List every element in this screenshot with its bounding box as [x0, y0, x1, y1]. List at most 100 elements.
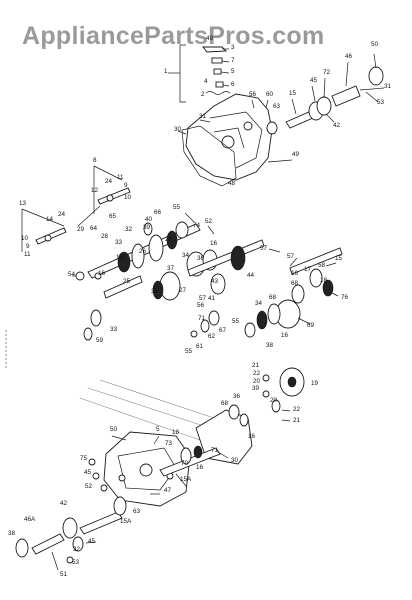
watermark-text: AppliancePartsPros.com [22, 22, 325, 50]
seal-72 [316, 96, 332, 116]
callout-top-4: 4 [204, 78, 208, 85]
callout-top-42: 42 [333, 122, 341, 129]
seal-45b [72, 536, 84, 552]
callout-m-68c: 68 [221, 400, 229, 407]
shift-rod-b [35, 227, 67, 245]
leader-49 [267, 159, 293, 163]
part-53 [66, 556, 74, 564]
callout-m-62: 62 [208, 333, 216, 340]
shift-rod-a [97, 187, 131, 205]
callout-m-43: 43 [211, 278, 219, 285]
gear-20b [271, 399, 281, 413]
callout-b-53: 53 [72, 559, 80, 566]
callout-m-20a: 20 [253, 378, 261, 385]
callout-m-33a: 33 [115, 239, 123, 246]
callout-m-11a: 11 [117, 174, 124, 181]
callout-m-55b: 55 [232, 318, 240, 325]
bushing-63 [266, 121, 278, 135]
callout-b-38: 38 [8, 530, 16, 537]
callout-m-16d: 16 [291, 270, 299, 277]
lower-axle-assembly [5, 330, 305, 571]
gear-35 [159, 271, 181, 301]
callout-m-25: 25 [123, 278, 131, 285]
callout-top-15: 15 [289, 90, 297, 97]
gear-34b [256, 310, 268, 330]
callout-top-30: 30 [174, 126, 182, 133]
callout-m-27: 27 [179, 287, 187, 294]
callout-top-56: 56 [249, 91, 257, 98]
callout-m-68a: 68 [291, 280, 299, 287]
callout-b-46a: 46A [24, 516, 36, 523]
callout-m-18b: 18 [172, 429, 180, 436]
bearing-50 [368, 66, 384, 86]
callout-m-30: 30 [231, 457, 239, 464]
gear-27 [152, 280, 164, 300]
gear-33 [90, 309, 102, 327]
alignment-line-1 [87, 387, 211, 429]
part-52 [100, 484, 108, 492]
callout-m-16b: 16 [210, 240, 218, 247]
leader-51 [51, 551, 59, 571]
callout-m-10b: 10 [21, 235, 29, 242]
callout-m-11b: 11 [24, 251, 31, 258]
callout-m-16c: 16 [98, 270, 106, 277]
part-75 [88, 458, 96, 466]
callout-m-28a: 28 [101, 233, 109, 240]
callout-b-45: 45 [88, 538, 96, 545]
callout-top-5: 5 [231, 68, 235, 75]
callout-top-50: 50 [371, 41, 379, 48]
callout-m-28b: 28 [165, 236, 173, 243]
callout-m-24b: 24 [58, 211, 66, 218]
callout-m-9b: 9 [26, 243, 30, 250]
callout-m-76: 76 [341, 294, 349, 301]
callout-m-70: 70 [181, 460, 189, 467]
callout-m-66: 66 [154, 209, 162, 216]
callout-m-52b: 52 [85, 483, 93, 490]
callout-m-58: 58 [318, 262, 326, 269]
callout-m-47: 47 [164, 487, 172, 494]
callout-m-12: 12 [91, 187, 99, 194]
callout-m-22a: 22 [253, 370, 261, 377]
callout-b-42: 42 [60, 500, 68, 507]
callout-m-59: 59 [96, 337, 104, 344]
callout-m-56: 56 [197, 302, 205, 309]
callout-b-51: 51 [60, 571, 68, 578]
cover-plate [202, 46, 228, 53]
callout-top-6: 6 [231, 81, 235, 88]
callout-top-60: 60 [266, 91, 274, 98]
callout-m-5: 5 [156, 426, 160, 433]
gear-32 [148, 234, 164, 262]
callout-m-36b: 36 [233, 393, 241, 400]
bearing-70 [180, 447, 192, 465]
shaft-15-mid [289, 247, 343, 275]
callout-top-3: 3 [231, 44, 235, 51]
washer-59 [83, 327, 93, 341]
callout-m-67: 67 [219, 327, 227, 334]
callout-top-63: 63 [273, 103, 281, 110]
callout-m-16a: 16 [116, 254, 124, 261]
callout-top-46: 46 [345, 53, 353, 60]
callout-m-15: 15 [335, 255, 343, 262]
axle-46 [331, 85, 361, 107]
callout-m-73: 73 [165, 440, 173, 447]
callout-top-31b: 31 [199, 113, 207, 120]
callout-top-72: 72 [323, 69, 331, 76]
callout-m-71b: 71 [211, 447, 219, 454]
callout-m-14: 14 [46, 216, 54, 223]
callout-m-16e: 16 [281, 332, 289, 339]
callout-m-19: 19 [311, 380, 319, 387]
callout-m-15a: 15A [180, 476, 192, 483]
callout-m-29: 29 [77, 226, 85, 233]
gear-67 [208, 310, 220, 326]
gear-62 [200, 319, 210, 333]
callout-m-57c: 57 [199, 295, 207, 302]
washer-54 [75, 271, 85, 281]
ball-part [215, 81, 224, 88]
callout-m-20b: 20 [270, 397, 278, 404]
callout-m-9a: 9 [124, 182, 128, 189]
gear-44 [230, 245, 246, 271]
gear-26 [131, 243, 145, 269]
callout-m-61: 61 [196, 343, 204, 350]
gear-36b [228, 404, 240, 420]
